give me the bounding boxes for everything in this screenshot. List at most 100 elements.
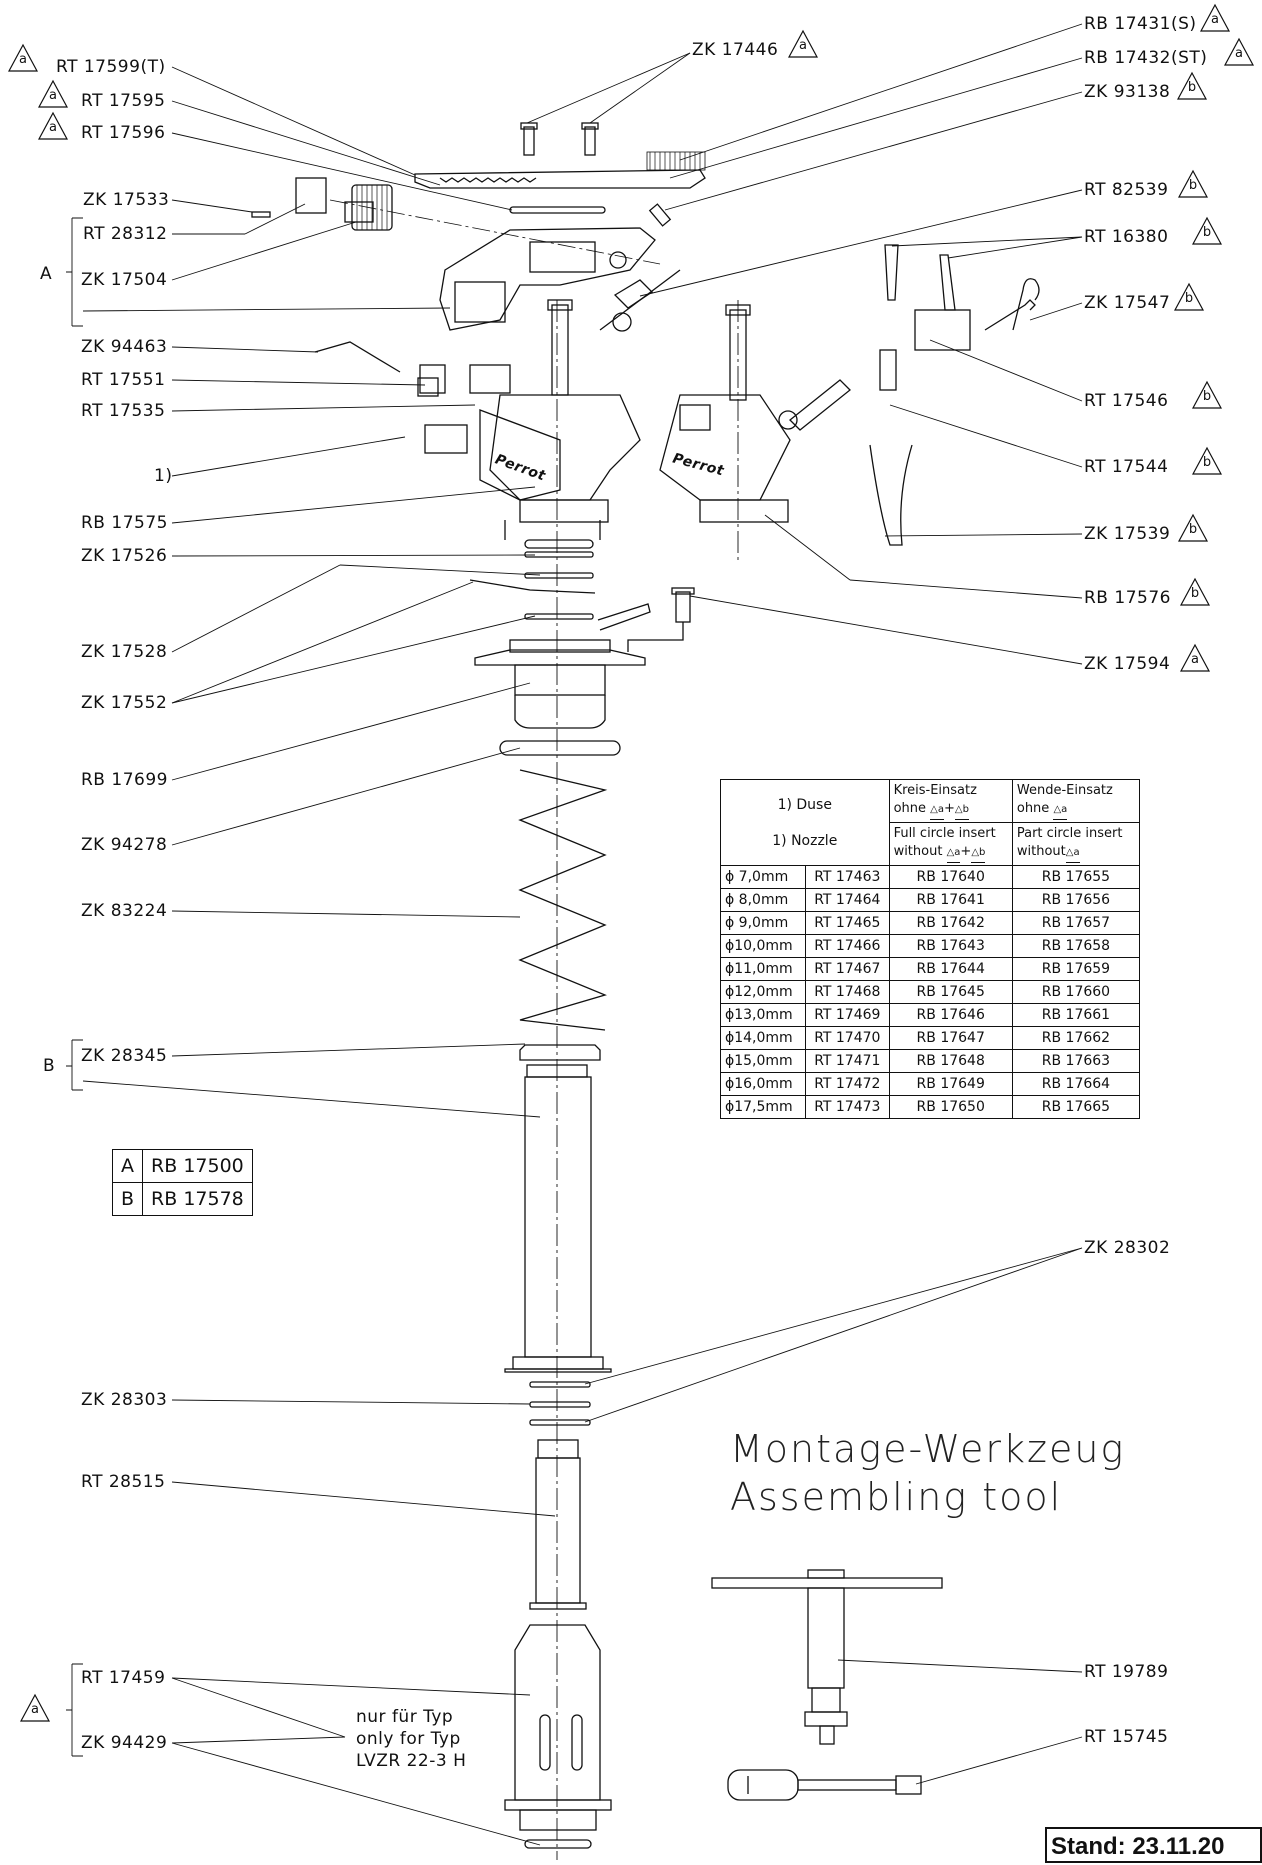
- label-rt82539: RT 82539: [1084, 180, 1169, 200]
- assembling-tool-title: Montage-Werkzeug Assembling tool: [730, 1427, 1126, 1519]
- table-cell: RB 17663: [1011, 1049, 1141, 1073]
- label-zk17446: ZK 17446: [692, 40, 779, 60]
- screw-zk17446-part: [520, 122, 599, 156]
- label-zk28302: ZK 28302: [1084, 1238, 1171, 1258]
- pin-part: [599, 203, 681, 332]
- housing-rb17699-part: [474, 639, 646, 729]
- label-zk94278: ZK 94278: [81, 835, 168, 855]
- table-cell: RT 17466: [805, 934, 890, 958]
- table-cell: RB 17647: [888, 1026, 1013, 1050]
- table-cell: RB 17643: [888, 934, 1013, 958]
- label-rt16380: RT 16380: [1084, 227, 1169, 247]
- marker-b-icon: b: [1177, 169, 1209, 198]
- marker-a-icon: △a: [930, 801, 944, 820]
- table-cell: ϕ11,0mm: [719, 957, 807, 981]
- table-cell: RB 17662: [1011, 1026, 1141, 1050]
- table-cell: RB 17656: [1011, 888, 1141, 912]
- label-rt19789: RT 19789: [1084, 1662, 1169, 1682]
- table-cell: RT 17471: [805, 1049, 890, 1073]
- label-zk94429: ZK 94429: [81, 1733, 168, 1753]
- marker-a-icon: a: [37, 79, 69, 108]
- label-rt17596: RT 17596: [81, 123, 166, 143]
- table-cell: RB 17664: [1011, 1072, 1141, 1096]
- table-cell: RB 17642: [888, 911, 1013, 935]
- tool-rt15745-part: [727, 1769, 922, 1801]
- marker-a-icon: a: [1223, 37, 1255, 66]
- table-cell: RB 17646: [888, 1003, 1013, 1027]
- revision-stamp: Stand: 23.11.20: [1045, 1827, 1262, 1863]
- label-zk17528: ZK 17528: [81, 642, 168, 662]
- ring-stack-part: [469, 539, 695, 652]
- marker-a-icon: △a: [1053, 801, 1068, 820]
- label-zk17526: ZK 17526: [81, 546, 168, 566]
- table-cell: RT 17464: [805, 888, 890, 912]
- nozzle-table-header-full-circle-en: Full circle insert without △a+△b: [888, 822, 1013, 866]
- label-zk28303: ZK 28303: [81, 1390, 168, 1410]
- table-cell: RB 17640: [888, 865, 1013, 889]
- label-zk93138: ZK 93138: [1084, 82, 1171, 102]
- table-cell: ϕ13,0mm: [719, 1003, 807, 1027]
- marker-a-icon: a: [1179, 643, 1211, 672]
- table-cell: ϕ10,0mm: [719, 934, 807, 958]
- label-rb17432: RB 17432(ST): [1084, 48, 1208, 68]
- label-rt15745: RT 15745: [1084, 1727, 1169, 1747]
- label-group-a: A: [40, 264, 53, 284]
- table-cell: RT 17465: [805, 911, 890, 935]
- table-cell: RT 17468: [805, 980, 890, 1004]
- table-cell: ϕ14,0mm: [719, 1026, 807, 1050]
- label-rt17551: RT 17551: [81, 370, 166, 390]
- table-cell: ϕ 8,0mm: [719, 888, 807, 912]
- marker-a-icon: a: [787, 29, 819, 58]
- tool-rt19789-part: [711, 1569, 943, 1745]
- marker-b-icon: b: [1177, 513, 1209, 542]
- label-rt28312: RT 28312: [83, 224, 168, 244]
- marker-b-icon: b: [1176, 71, 1208, 100]
- marker-b-icon: b: [1191, 216, 1223, 245]
- table-cell: RB 17657: [1011, 911, 1141, 935]
- marker-a-icon: a: [19, 1693, 51, 1722]
- table-cell: RB 17660: [1011, 980, 1141, 1004]
- table-cell: RB 17655: [1011, 865, 1141, 889]
- nozzle-table: 1) Duse 1) Nozzle Kreis-Einsatz ohne △a+…: [719, 779, 1141, 1119]
- marker-b-icon: △b: [971, 844, 986, 863]
- label-rt17544: RT 17544: [1084, 457, 1169, 477]
- label-zk17594: ZK 17594: [1084, 654, 1171, 674]
- bottom-housing-part: [504, 1624, 612, 1849]
- marker-a-icon: △a: [946, 844, 961, 863]
- table-cell: RT 17473: [805, 1095, 890, 1119]
- table-cell: ϕ12,0mm: [719, 980, 807, 1004]
- table-cell: RB 17658: [1011, 934, 1141, 958]
- table-cell: ϕ 7,0mm: [719, 865, 807, 889]
- shaft-rt28515-part: [529, 1439, 587, 1610]
- table-cell: RT 17463: [805, 865, 890, 889]
- label-rt17595: RT 17595: [81, 91, 166, 111]
- table-cell: RB 17665: [1011, 1095, 1141, 1119]
- label-zk17547: ZK 17547: [1084, 293, 1171, 313]
- label-rb17699: RB 17699: [81, 770, 168, 790]
- table-cell: RT 17469: [805, 1003, 890, 1027]
- marker-a-icon: a: [1199, 3, 1231, 32]
- label-rt28515: RT 28515: [81, 1472, 166, 1492]
- knob-part: [251, 177, 661, 265]
- leader-lines: [66, 23, 1083, 1846]
- label-rt17459: RT 17459: [81, 1668, 166, 1688]
- cover-plate-part: [414, 151, 706, 214]
- nozzle-table-header-part-circle-de: Wende-Einsatz ohne △a: [1011, 779, 1141, 823]
- marker-a-icon: a: [7, 43, 39, 72]
- label-zk17552: ZK 17552: [81, 693, 168, 713]
- table-cell: RB 17659: [1011, 957, 1141, 981]
- arm-zk17504-part: [439, 227, 656, 331]
- table-cell: ϕ17,5mm: [719, 1095, 807, 1119]
- label-rb17576: RB 17576: [1084, 588, 1171, 608]
- spring-part: [518, 769, 608, 1031]
- label-zk94463: ZK 94463: [81, 337, 168, 357]
